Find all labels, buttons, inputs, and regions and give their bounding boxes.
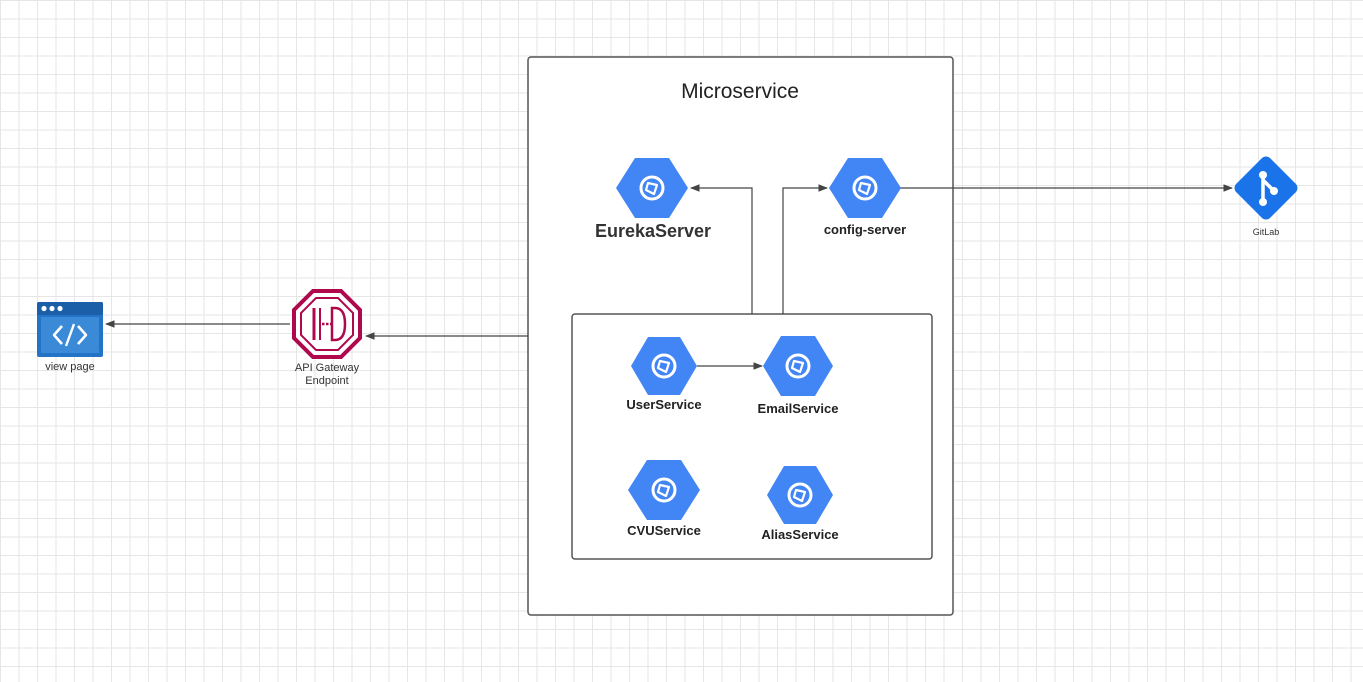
eureka-server-icon[interactable] [616,158,688,218]
view-page-label: view page [45,361,95,373]
api-gateway-label-line2: Endpoint [305,375,349,387]
edge-services-to-config [782,184,828,314]
config-server-label: config-server [823,222,907,237]
api-gateway-label-line1: API Gateway [294,362,360,374]
email-service-icon[interactable] [763,336,833,396]
user-service-label: UserService [626,397,702,412]
api-gateway-icon[interactable] [292,289,362,359]
cvu-service-icon[interactable] [628,460,700,520]
code-window-icon[interactable] [37,302,103,357]
microservice-title: Microservice [681,80,799,103]
config-server-icon[interactable] [829,158,901,218]
email-service-label: EmailService [757,401,839,416]
cvu-service-label: CVUService [627,523,701,538]
gitlab-label: GitLab [1252,227,1280,237]
alias-service-label: AliasService [761,527,839,542]
services-container [571,313,933,560]
edge-services-to-eureka [690,184,753,314]
user-service-icon[interactable] [631,337,697,395]
api-gateway-label: API Gateway Endpoint [295,362,359,388]
alias-service-icon[interactable] [767,466,833,524]
eureka-server-label: EurekaServer [594,221,712,241]
gitlab-icon[interactable] [1232,154,1300,222]
